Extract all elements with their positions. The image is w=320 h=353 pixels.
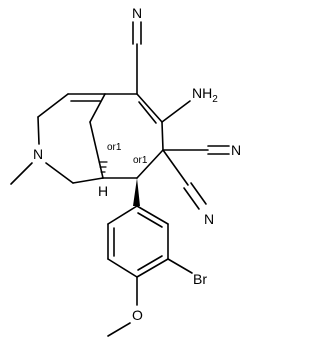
label-amine: NH2 — [192, 85, 218, 105]
bond-c7-cn-lower — [162, 149, 189, 186]
hashed-wedge-h — [98, 161, 108, 179]
molecule-structure: N NH2 N N N Br O H or1 or1 — [10, 5, 241, 337]
bond-n2-methyl — [10, 162, 33, 185]
label-methoxy-o: O — [132, 307, 143, 323]
label-ring-n: N — [33, 146, 43, 162]
bond-c8a-c4a — [89, 121, 104, 179]
label-stereo-h: H — [98, 183, 108, 199]
bond-o-methyl — [107, 322, 131, 337]
bond-c1-c8a — [72, 177, 104, 184]
stereo-wedges — [98, 161, 140, 206]
bond-c4-c3 — [37, 93, 69, 118]
bond-ar1-ar2 — [107, 205, 138, 225]
bond-ar5-br — [167, 258, 193, 274]
bond-ar6-ar1-inner — [137, 212, 163, 228]
right-ring-bonds — [89, 93, 164, 179]
label-nitrile-n-right: N — [231, 142, 241, 158]
bond-c4a-c5-link — [89, 93, 106, 123]
bold-wedge-aryl — [133, 178, 140, 206]
label-nitrile-n-top: N — [132, 5, 142, 21]
bond-ar6-ar1 — [136, 205, 169, 225]
bond-c5-c6 — [136, 93, 163, 123]
bond-c6-nh2 — [161, 100, 191, 123]
bond-ar4-ar5 — [136, 258, 169, 278]
bond-cn-lower-triple-b — [190, 182, 207, 205]
bond-c6-c7 — [161, 121, 164, 151]
bond-c7-c8 — [136, 149, 164, 179]
label-nitrile-n-lower: N — [204, 211, 214, 227]
bond-c3-n2 — [37, 116, 40, 145]
substituent-bonds — [132, 21, 230, 210]
label-stereo-or1-b: or1 — [133, 155, 148, 166]
atom-labels: N NH2 N N N Br O H or1 or1 — [33, 5, 241, 323]
bond-c5-c6-double — [138, 101, 157, 124]
bond-ar4-ar5-inner — [137, 255, 163, 271]
bond-ar3-ar4 — [107, 258, 138, 278]
label-bromo: Br — [193, 271, 207, 287]
left-ring-bonds — [10, 93, 106, 185]
bond-cn-lower-triple-a — [183, 187, 200, 210]
label-stereo-or1-a: or1 — [107, 142, 122, 153]
aryl-ring-bonds — [107, 205, 193, 337]
bond-n2-c1 — [45, 162, 74, 184]
